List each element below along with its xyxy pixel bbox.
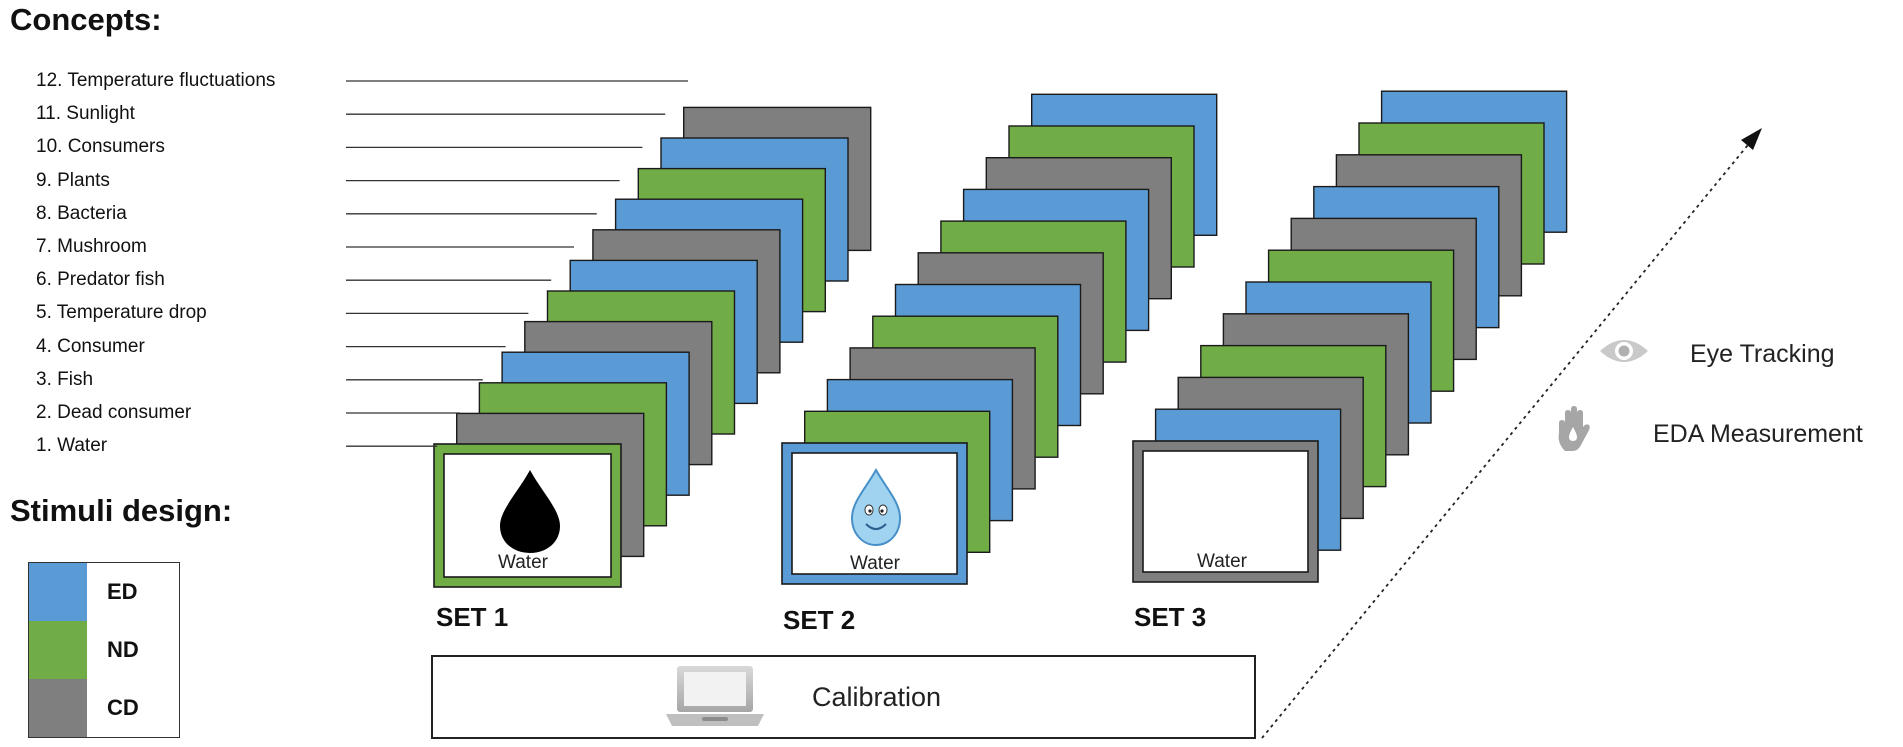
concept-label: 12. Temperature fluctuations	[36, 70, 276, 91]
concept-label: 8. Bacteria	[36, 202, 127, 224]
concept-label: 5. Temperature drop	[36, 302, 207, 324]
concept-label: 1. Water	[36, 435, 108, 457]
set-2-card-caption: Water	[850, 553, 900, 574]
concept-label: 4. Consumer	[36, 335, 145, 357]
legend-label-nd: ND	[107, 637, 139, 662]
laptop-icon	[666, 666, 764, 726]
cartoon-drop-pupil-right	[880, 509, 884, 513]
progress-arrow-head	[1741, 128, 1762, 150]
concept-label: 10. Consumers	[36, 136, 165, 158]
calibration-label: Calibration	[812, 682, 942, 712]
front-stimulus-card-inner	[1142, 450, 1309, 573]
legend-swatch-cd	[29, 679, 87, 737]
stimuli-design-heading: Stimuli design:	[10, 493, 233, 528]
set-3-label: SET 3	[1134, 602, 1207, 632]
eye-icon	[1600, 340, 1648, 362]
cartoon-drop-pupil-left	[868, 509, 872, 513]
legend-row-cd: CD	[29, 679, 179, 737]
set-3-card-caption: Water	[1197, 551, 1247, 572]
legend-swatch-ed	[29, 563, 87, 621]
set-2-label: SET 2	[783, 605, 856, 635]
cartoon-drop-smile	[865, 523, 887, 530]
progress-arrow-line	[1261, 139, 1753, 739]
legend-label-ed: ED	[107, 579, 138, 604]
concept-label: 7. Mushroom	[36, 236, 147, 257]
concept-label: 6. Predator fish	[36, 269, 165, 291]
eye-tracking-label: Eye Tracking	[1690, 340, 1835, 368]
legend-row-ed: ED	[29, 563, 179, 621]
set-1-label: SET 1	[436, 602, 509, 632]
legend-label-cd: CD	[107, 695, 139, 720]
concepts-heading: Concepts:	[10, 2, 162, 37]
legend-swatch-nd	[29, 621, 87, 679]
eda-measurement-label: EDA Measurement	[1653, 420, 1863, 448]
legend-row-nd: ND	[29, 621, 179, 679]
concept-label: 11. Sunlight	[36, 103, 135, 125]
water-drop-icon	[500, 470, 560, 553]
calibration-box	[431, 655, 1256, 739]
cartoon-water-drop-icon	[850, 467, 902, 547]
stimuli-legend: ED ND CD	[28, 562, 180, 738]
concept-label: 2. Dead consumer	[36, 402, 192, 423]
set-1-card-caption: Water	[498, 552, 548, 573]
hand-icon	[1558, 406, 1590, 451]
concept-label: 9. Plants	[36, 169, 110, 191]
concept-label: 3. Fish	[36, 368, 94, 390]
